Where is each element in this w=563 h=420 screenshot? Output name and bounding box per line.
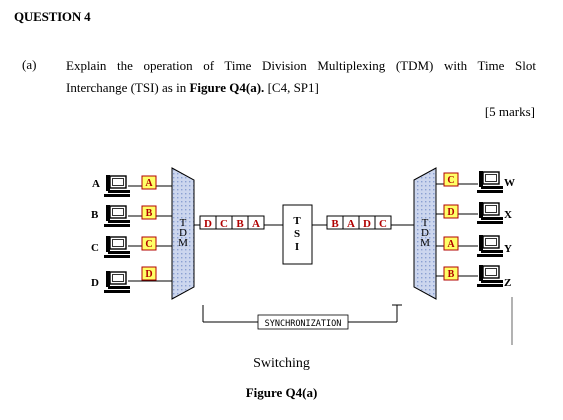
left-computers: [103, 174, 131, 294]
computer-icon: [103, 235, 131, 259]
left-slot-label: B: [146, 208, 153, 219]
computer-icon: [476, 264, 504, 288]
right-tdm-letter: D: [421, 227, 429, 239]
left-tdm-letter: M: [178, 237, 188, 249]
figure-reference: Figure Q4(a).: [189, 80, 265, 95]
sync-bracket: [202, 304, 402, 323]
sync-label: SYNCHRONIZATION: [265, 319, 342, 329]
right-tdm-letter: M: [420, 237, 430, 249]
tsi-box: [282, 204, 313, 265]
question-text-line2-pre: Interchange (TSI) as in: [66, 80, 190, 95]
left-tdm-mux: [171, 167, 195, 300]
right-computers: [476, 170, 504, 288]
computer-icon: [476, 170, 504, 194]
left-slot-label: C: [145, 239, 152, 250]
computer-icon: [103, 174, 131, 198]
right-station-label: Z: [504, 277, 511, 289]
right-slot-label: B: [448, 269, 455, 280]
right-tdm-letter: T: [422, 217, 429, 229]
right-station-label: W: [504, 177, 515, 189]
left-slots: A B C D: [141, 175, 157, 281]
left-station-label: D: [91, 277, 99, 289]
computer-icon: [476, 201, 504, 225]
frame-out-slot: A: [347, 218, 355, 230]
question-text-line1: Explain the operation of Time Division M…: [66, 58, 536, 73]
right-slot-label: D: [447, 207, 454, 218]
left-tdm-letter: T: [180, 217, 187, 229]
left-station-label: B: [91, 209, 99, 221]
frame-in: D C B A: [199, 215, 265, 230]
tsi-letter: S: [294, 228, 300, 240]
right-slot-label: A: [447, 239, 455, 250]
right-tdm-demux: [413, 167, 437, 300]
left-station-label: C: [91, 242, 99, 254]
frame-in-slot: D: [204, 218, 212, 230]
computer-icon: [103, 204, 131, 228]
right-station-label: Y: [504, 243, 512, 255]
part-label: (a): [22, 57, 37, 72]
frame-in-slot: A: [252, 218, 260, 230]
frame-out: B A D C: [326, 215, 392, 230]
frame-in-slot: B: [236, 218, 244, 230]
right-slot-label: C: [447, 175, 454, 186]
tsi-letter: T: [293, 215, 301, 227]
right-station-label: X: [504, 209, 512, 221]
left-slot-label: D: [145, 269, 152, 280]
figure-caption: Figure Q4(a): [245, 385, 318, 400]
tsi-letter: I: [295, 241, 299, 253]
computer-icon: [103, 270, 131, 294]
question-text: Explain the operation of Time Division M…: [66, 55, 536, 99]
frame-in-slot: C: [220, 218, 228, 230]
switching-label: Switching: [253, 356, 310, 371]
frame-out-slot: B: [331, 218, 339, 230]
sync-box: [257, 314, 349, 330]
frame-out-slot: D: [363, 218, 371, 230]
computer-icon: [476, 234, 504, 258]
frame-out-slot: C: [379, 218, 387, 230]
left-slot-label: A: [145, 178, 153, 189]
question-text-line2-post: [C4, SP1]: [264, 80, 319, 95]
question-heading: QUESTION 4: [14, 9, 91, 24]
right-slots: C D A B: [443, 172, 459, 281]
marks-label: [5 marks]: [484, 104, 535, 119]
left-tdm-letter: D: [179, 227, 187, 239]
left-station-label: A: [92, 178, 100, 190]
